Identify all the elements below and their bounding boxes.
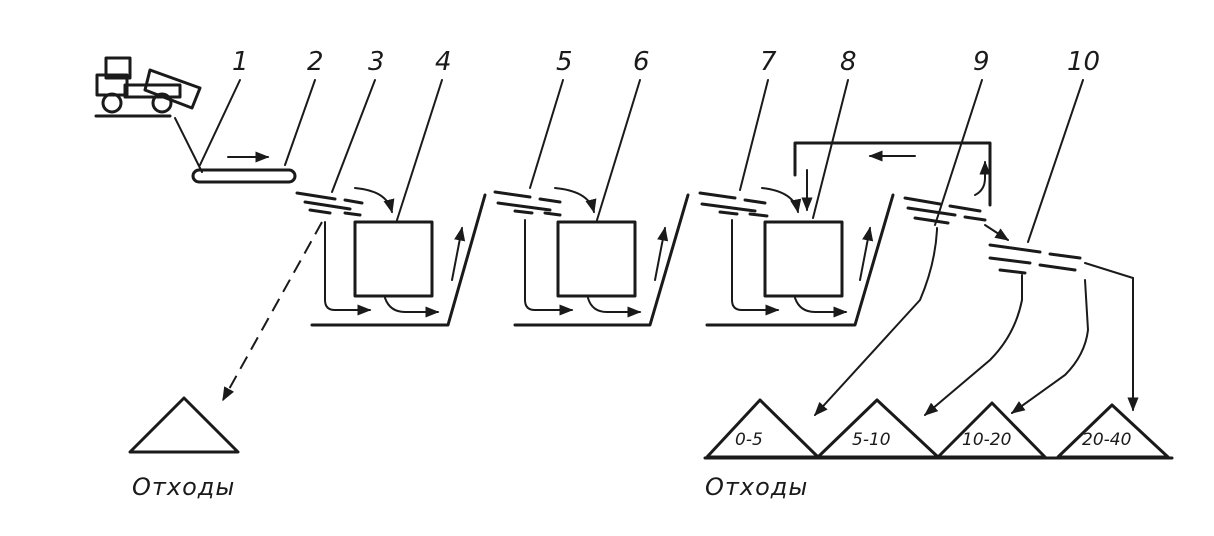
feed-arrow-6: [554, 187, 597, 214]
fraction-10-20-flow: [1010, 279, 1090, 414]
pile-0-5: [705, 398, 820, 459]
oversize-return-arrow: [974, 160, 991, 196]
fraction-label-10-20: 10-20: [962, 430, 1011, 450]
fraction-0-5-flow: [814, 227, 938, 417]
pile-20-40: [1056, 403, 1170, 459]
callout-3: 3: [368, 47, 385, 77]
return-arrow-6: [654, 226, 669, 281]
callout-9: 9: [973, 47, 990, 77]
callout-4: 4: [435, 47, 452, 77]
screen-9-to-10-arrow: [984, 224, 1010, 241]
waste-dashed-path: [222, 221, 323, 402]
fraction-label-0-5: 0-5: [735, 430, 763, 450]
return-conveyor-8: [705, 193, 895, 327]
screen-3: [295, 191, 364, 217]
fraction-label-5-10: 5-10: [852, 430, 891, 450]
screen-7: [698, 191, 769, 218]
discharge-arrow-8: [794, 297, 848, 318]
callout-5: 5: [556, 47, 573, 77]
return-conveyor-6: [513, 193, 690, 327]
callout-1: 1: [232, 47, 249, 77]
bypass-arrow-6: [524, 219, 574, 316]
bypass-arrow-4: [324, 221, 372, 316]
callout-2: 2: [307, 47, 324, 77]
callout-7: 7: [760, 47, 777, 77]
feed-arrow-8: [761, 187, 802, 214]
waste-label-left: Отходы: [132, 473, 235, 501]
screen-10: [988, 243, 1082, 275]
crusher-4: [353, 220, 434, 298]
screen-9: [903, 196, 987, 225]
waste-pile-left: [128, 396, 240, 454]
return-arrow-4: [451, 226, 466, 281]
feed-arrow-4: [354, 187, 395, 214]
return-arrow-8: [859, 226, 874, 281]
callout-10: 10: [1067, 47, 1100, 77]
pile-5-10: [816, 398, 940, 459]
fraction-5-10-flow: [923, 274, 1023, 416]
pile-10-20: [936, 401, 1047, 459]
crusher-6: [556, 220, 637, 298]
return-conveyor-4: [310, 193, 487, 327]
fraction-20-40-flow: [1084, 262, 1139, 412]
crusher-8: [763, 220, 844, 298]
waste-label-right: Отходы: [705, 473, 808, 501]
belt-conveyor: [174, 117, 297, 184]
callout-leaders: [199, 79, 1084, 243]
discharge-arrow-6: [587, 297, 642, 318]
fraction-label-20-40: 20-40: [1082, 430, 1131, 450]
discharge-arrow-4: [384, 297, 440, 318]
dump-truck-icon: [94, 56, 202, 118]
callout-8: 8: [840, 47, 857, 77]
screen-5: [493, 190, 562, 217]
bypass-arrow-8: [731, 219, 780, 316]
callout-6: 6: [633, 47, 650, 77]
